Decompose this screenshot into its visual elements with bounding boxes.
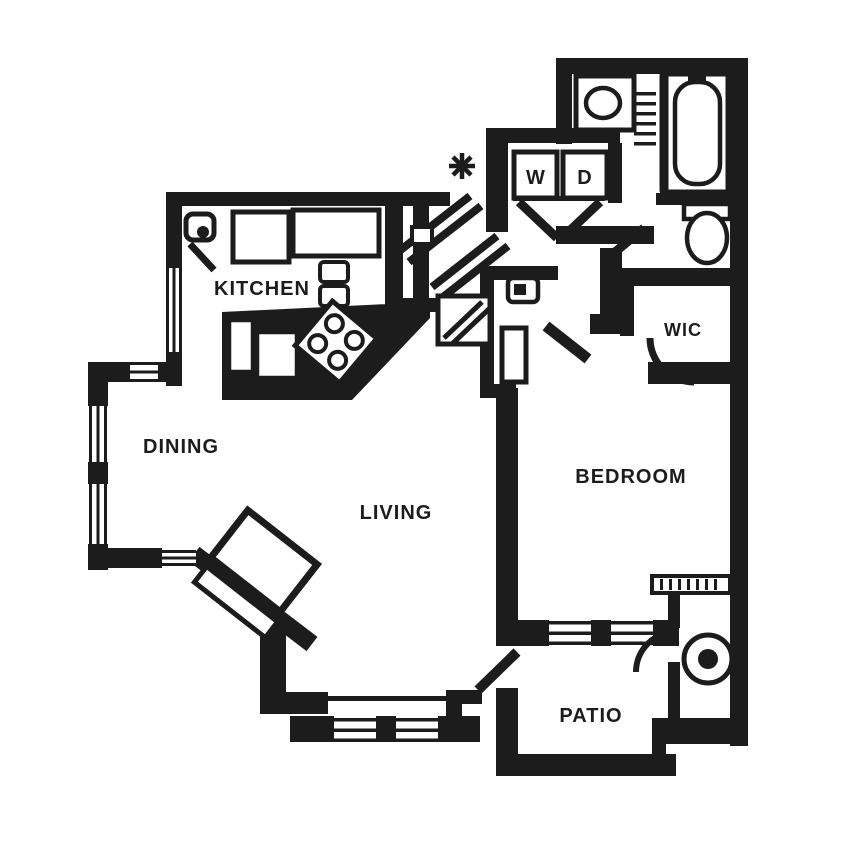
bathtub-icon	[659, 67, 735, 199]
water-heater-icon	[681, 632, 735, 686]
dryer-icon: D	[560, 149, 610, 201]
window-dining-bay-lower	[89, 484, 107, 544]
bifold-doors-icon	[515, 198, 604, 242]
peninsula-counter	[226, 317, 300, 381]
window-bedroom-left	[549, 621, 591, 645]
kitchen-counter-icon	[290, 207, 382, 259]
range-cooktop-icon	[291, 297, 381, 387]
storage-shelf-icon	[650, 574, 732, 595]
switch-plates-icon	[318, 260, 350, 308]
wic-label: WIC	[664, 320, 702, 340]
washer-label: W	[526, 167, 546, 189]
kitchen-door-leaf	[187, 241, 217, 273]
window-bedroom-right	[611, 621, 653, 645]
dryer-label: D	[577, 167, 592, 189]
wic-door-arc	[646, 337, 695, 386]
walls	[88, 58, 748, 776]
dining-label: DINING	[143, 436, 219, 458]
bedroom-door-leaf	[542, 321, 592, 364]
corner-fireplace-icon	[190, 505, 323, 642]
storage-door-arc	[633, 629, 677, 673]
window-dining-top	[130, 362, 158, 382]
kitchen-label: KITCHEN	[214, 278, 310, 300]
light-starburst-icon	[449, 153, 475, 179]
bathroom-door-leaf	[605, 224, 647, 262]
bathroom-vanity-sink-icon	[573, 73, 637, 133]
patio-label: PATIO	[559, 705, 622, 727]
entry-closet-shelf-icon	[435, 293, 493, 347]
window-kitchen-left	[166, 268, 182, 352]
living-label: LIVING	[360, 502, 433, 524]
window-dining-bay-upper	[89, 406, 107, 462]
window-bay-left	[334, 718, 376, 742]
patio-door-leaf	[474, 648, 521, 694]
washer-icon: W	[511, 149, 560, 201]
hall-closet-icon	[499, 275, 541, 385]
toilet-icon	[681, 201, 733, 266]
linen-shelves-icon	[634, 92, 656, 146]
corner-cabinet-icon	[183, 211, 217, 243]
refrigerator-icon	[230, 209, 292, 265]
entry-knob-plate	[410, 225, 434, 246]
window-dining-bottom	[162, 550, 196, 566]
bedroom-label: BEDROOM	[575, 466, 686, 488]
window-bay-right	[396, 718, 438, 742]
